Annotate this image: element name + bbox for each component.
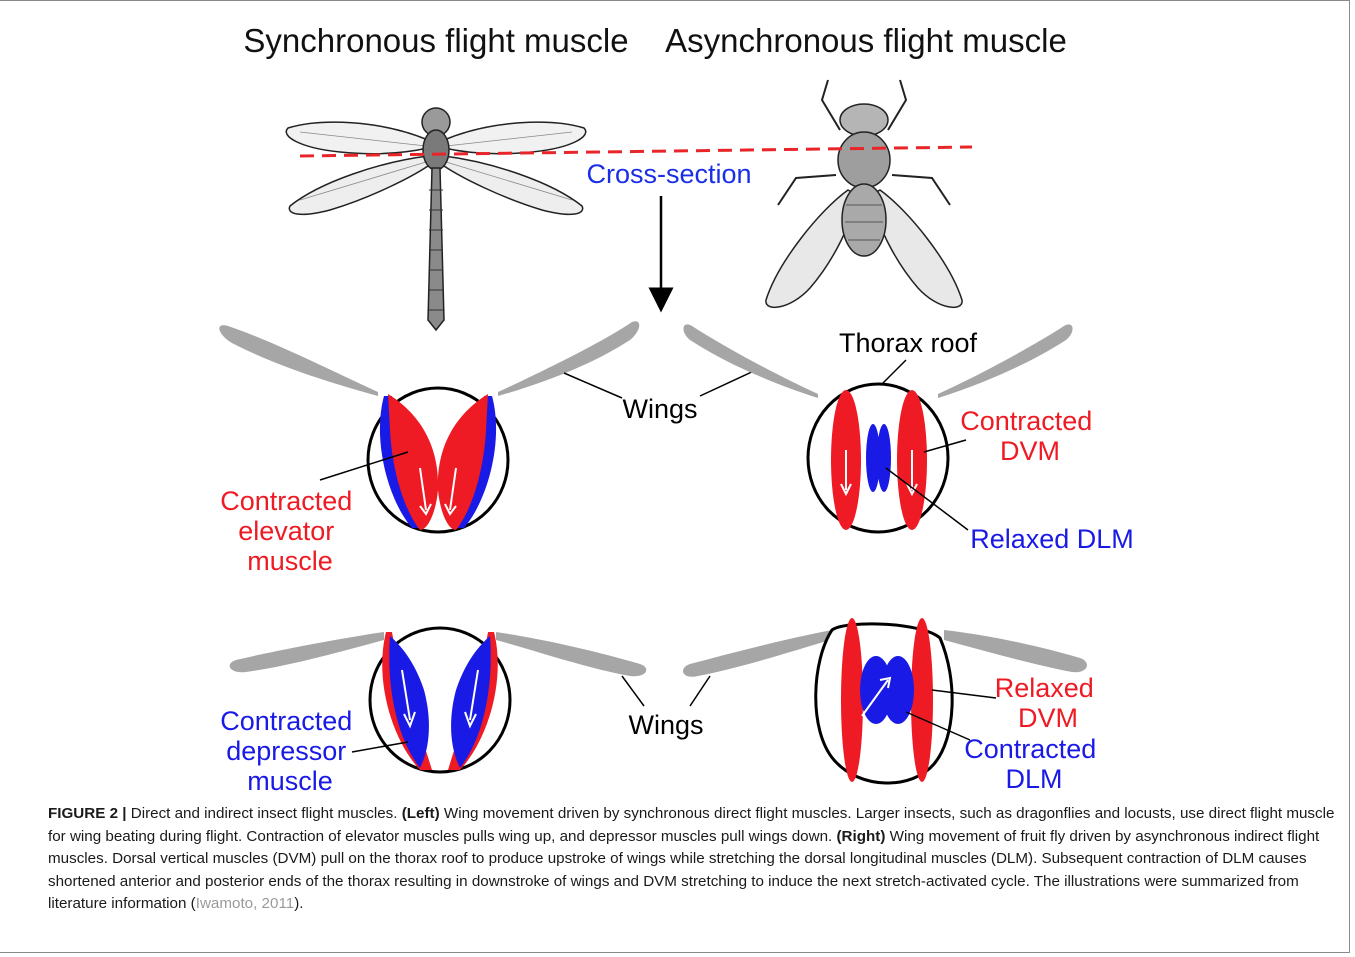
caption-right-label: (Right)	[836, 828, 885, 845]
dragonfly-thorax	[423, 130, 449, 170]
title-synchronous: Synchronous flight muscle	[243, 22, 628, 59]
wings-label-bottom: Wings	[628, 710, 703, 740]
contracted-dlm-line-2: DLM	[1005, 764, 1062, 794]
contracted-dvm-line-1: Contracted	[960, 406, 1092, 436]
fly-head	[840, 104, 888, 136]
contracted-elevator-label: Contracted elevator muscle	[220, 486, 360, 576]
contracted-dvm-line-2: DVM	[1000, 436, 1060, 466]
depressor-line-3: muscle	[247, 766, 333, 796]
fly-abdomen	[842, 184, 886, 256]
caption-figure-label: FIGURE 2 |	[48, 805, 127, 822]
caption-citation-link[interactable]: Iwamoto, 2011	[196, 895, 295, 912]
async-down-wing-right	[944, 630, 1087, 672]
fly-thorax	[838, 132, 890, 188]
fruit-fly-illustration	[766, 80, 962, 307]
elevator-line-3: muscle	[247, 546, 333, 576]
sync-up-wing-right	[498, 321, 639, 396]
contracted-dvm-label: Contracted DVM	[960, 406, 1100, 466]
title-asynchronous: Asynchronous flight muscle	[665, 22, 1067, 59]
async-up-wing-left	[683, 324, 818, 398]
relaxed-dlm-label: Relaxed DLM	[970, 524, 1134, 554]
dragonfly-hindwing-left	[289, 156, 428, 214]
caption-closing: ).	[294, 895, 303, 912]
contracted-dlm-line-1: Contracted	[964, 734, 1096, 764]
sync-up-wing-left	[219, 325, 378, 396]
relaxed-dvm-label: Relaxed DVM	[995, 673, 1102, 733]
async-down-red-dvm-right	[911, 618, 933, 782]
depressor-line-2: depressor	[226, 736, 346, 766]
dragonfly-hindwing-right	[444, 156, 583, 214]
async-down-red-dvm-left	[841, 618, 863, 782]
dragonfly-forewing-right	[444, 122, 586, 154]
cross-section-label: Cross-section	[586, 159, 751, 189]
elevator-line-1: Contracted	[220, 486, 352, 516]
figure-caption: FIGURE 2 | Direct and indirect insect fl…	[48, 803, 1344, 916]
dragonfly-forewing-left	[286, 122, 428, 154]
contracted-depressor-label: Contracted depressor muscle	[220, 706, 360, 796]
async-up-blue-dlm-right	[877, 424, 891, 492]
figure-illustration: Synchronous flight muscle Asynchronous f…	[0, 0, 1355, 800]
relaxed-dvm-line-2: DVM	[1018, 703, 1078, 733]
sync-down-wing-right	[496, 632, 646, 676]
elevator-line-2: elevator	[238, 516, 334, 546]
dragonfly-illustration	[286, 108, 585, 330]
dragonfly-abdomen	[428, 168, 444, 330]
thorax-roof-label: Thorax roof	[839, 328, 978, 358]
depressor-line-1: Contracted	[220, 706, 352, 736]
wings-label-top: Wings	[622, 394, 697, 424]
relaxed-dvm-line-1: Relaxed	[995, 673, 1094, 703]
async-down-wing-left	[683, 630, 832, 677]
sync-down-wing-left	[230, 632, 384, 672]
caption-intro: Direct and indirect insect flight muscle…	[127, 805, 402, 822]
contracted-dlm-label: Contracted DLM	[964, 734, 1104, 794]
caption-left-label: (Left)	[402, 805, 440, 822]
